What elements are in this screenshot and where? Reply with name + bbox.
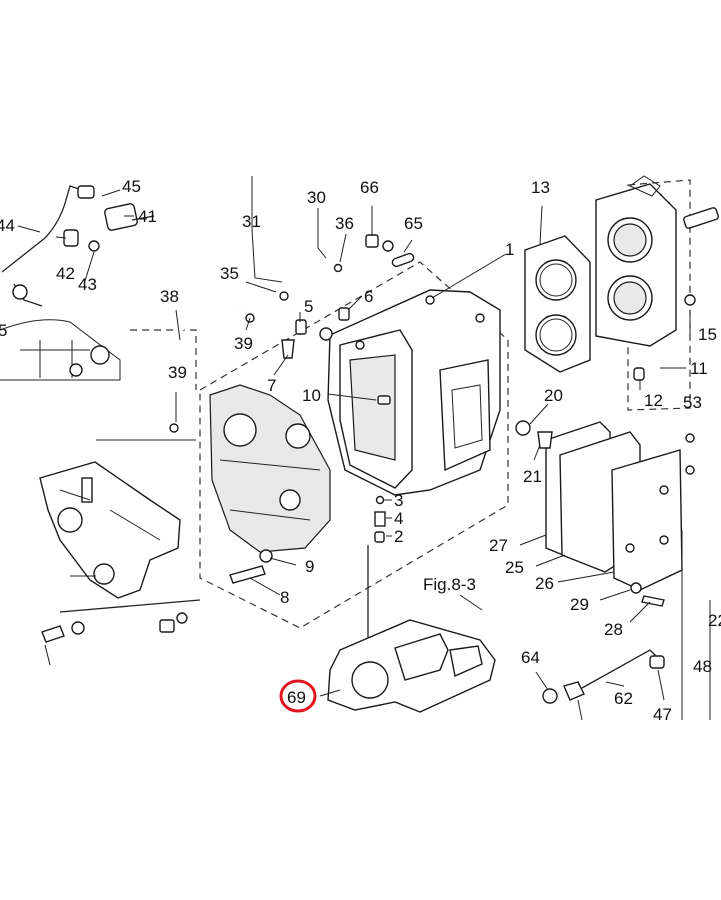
callout-42: 42 xyxy=(56,264,75,283)
callout-15: 15 xyxy=(698,325,717,344)
callout-47: 47 xyxy=(653,705,672,724)
callout-22: 22 xyxy=(708,611,721,630)
cylinder-block xyxy=(327,289,501,496)
callout-20: 20 xyxy=(544,386,563,405)
callout-5: 5 xyxy=(304,297,313,316)
leader-lines xyxy=(17,176,691,701)
callout-44: 44 xyxy=(0,216,15,235)
callout-1: 1 xyxy=(505,240,514,259)
callout-8: 8 xyxy=(280,588,289,607)
throttle-linkage xyxy=(0,185,155,381)
callout-7: 7 xyxy=(267,376,276,395)
callout-21: 21 xyxy=(523,467,542,486)
callout-labels: 45 44 41 42 43 5 31 30 66 36 65 13 1 35 … xyxy=(0,177,721,724)
callout-64: 64 xyxy=(521,648,540,667)
callout-27: 27 xyxy=(489,536,508,555)
callout-35: 35 xyxy=(220,264,239,283)
callout-65: 65 xyxy=(404,214,423,233)
callout-6: 6 xyxy=(364,287,373,306)
callout-62: 62 xyxy=(614,689,633,708)
small-fasteners xyxy=(229,234,415,690)
callout-39b: 39 xyxy=(168,363,187,382)
crankcase-cover xyxy=(209,384,331,553)
gasket-69 xyxy=(327,619,496,713)
exhaust-plates xyxy=(515,420,695,607)
callout-31: 31 xyxy=(242,212,261,231)
head-gasket xyxy=(524,235,591,373)
callout-41: 41 xyxy=(138,207,157,226)
callout-53: 53 xyxy=(683,393,702,412)
callout-5b: 5 xyxy=(0,321,7,340)
callout-4: 4 xyxy=(394,509,403,528)
callout-2: 2 xyxy=(394,527,403,546)
callout-29: 29 xyxy=(570,595,589,614)
callout-9: 9 xyxy=(305,557,314,576)
assembly-boundaries xyxy=(130,179,691,629)
left-bracket xyxy=(39,461,201,666)
callout-30: 30 xyxy=(307,188,326,207)
callout-3: 3 xyxy=(394,491,403,510)
callout-69: 69 xyxy=(287,688,306,707)
callout-38: 38 xyxy=(160,287,179,306)
callout-Fig: Fig.8-3 xyxy=(423,575,476,594)
callout-45: 45 xyxy=(122,177,141,196)
callout-36: 36 xyxy=(335,214,354,233)
callout-48: 48 xyxy=(693,657,712,676)
callout-39: 39 xyxy=(234,334,253,353)
bottom-right-parts xyxy=(542,530,711,721)
callout-26: 26 xyxy=(535,574,554,593)
callout-12: 12 xyxy=(644,391,663,410)
callout-10: 10 xyxy=(302,386,321,405)
cylinder-head xyxy=(595,175,719,381)
callout-69-highlight xyxy=(279,679,317,713)
callout-43: 43 xyxy=(78,275,97,294)
callout-13: 13 xyxy=(531,178,550,197)
hoses xyxy=(153,246,331,433)
callout-66: 66 xyxy=(360,178,379,197)
callout-25: 25 xyxy=(505,558,524,577)
callout-28: 28 xyxy=(604,620,623,639)
callout-11: 11 xyxy=(690,359,708,378)
